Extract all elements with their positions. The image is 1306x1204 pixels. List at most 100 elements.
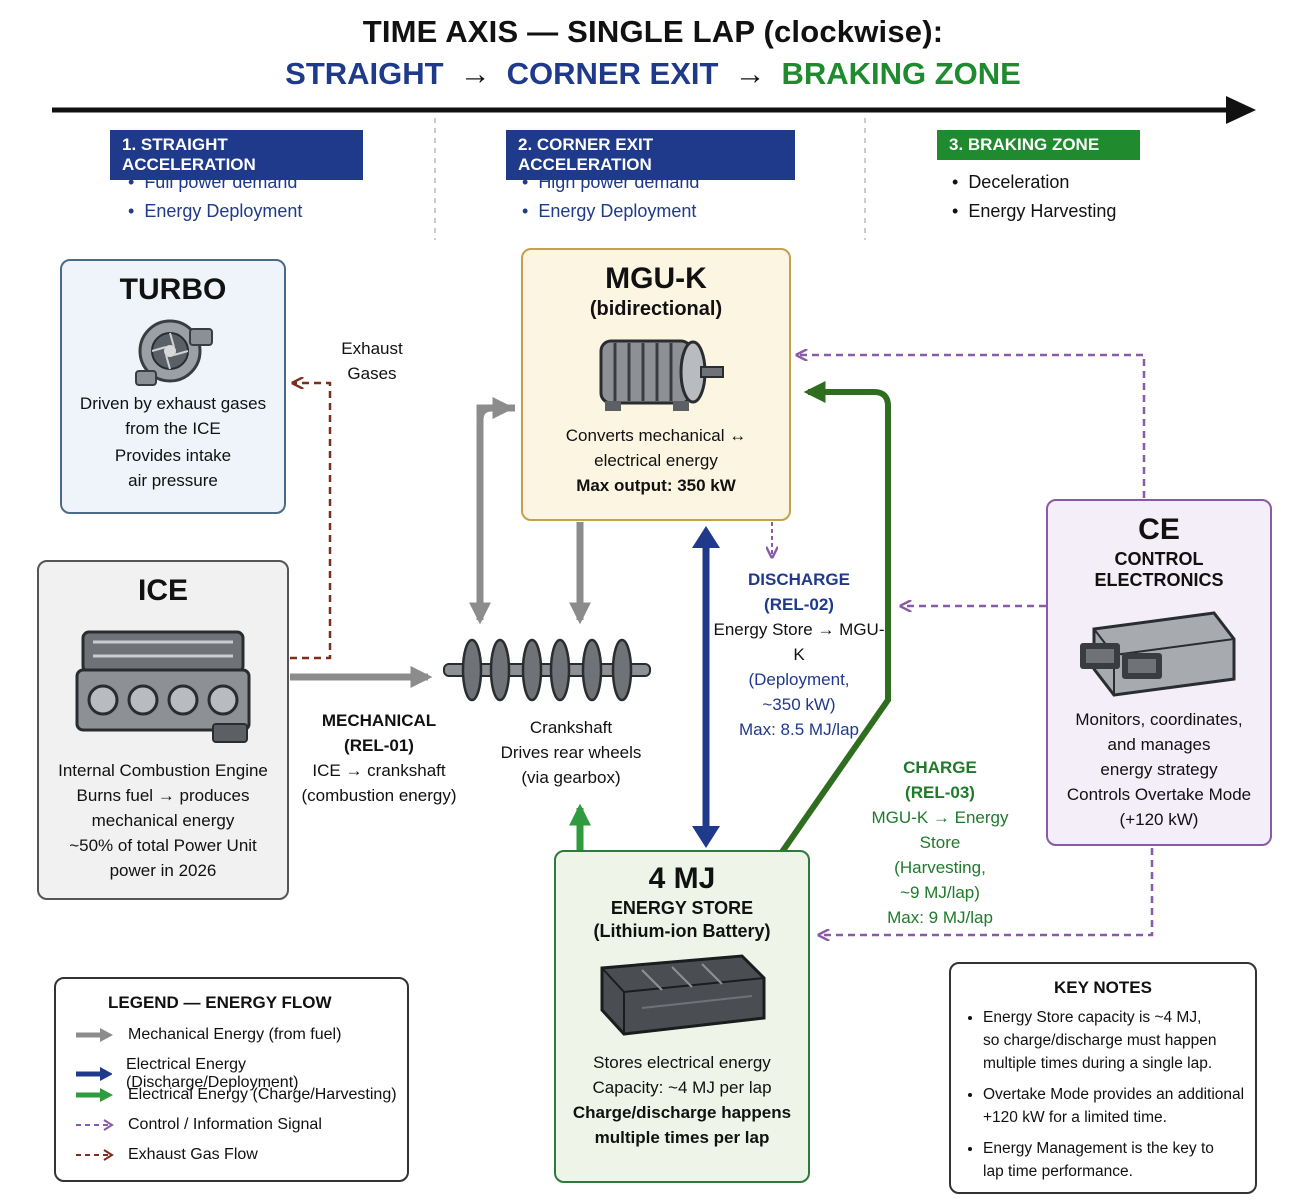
legend-item-charge: Electrical Energy (Charge/Harvesting) bbox=[76, 1086, 397, 1104]
note-item-2: Overtake Mode provides an additional +12… bbox=[983, 1083, 1255, 1129]
discharge-arrowhead-up bbox=[692, 526, 720, 548]
mechanical-label: MECHANICAL (REL-01) ICE → crankshaft (co… bbox=[298, 708, 460, 808]
turbo-desc: Driven by exhaust gases from the ICE Pro… bbox=[62, 391, 284, 493]
sequence-arrow-2: → bbox=[734, 56, 766, 91]
charge-rel: (REL-03) bbox=[905, 783, 975, 802]
note-1-line-3: multiple times during a single lap. bbox=[983, 1055, 1213, 1072]
store-subtitle: ENERGY STORE bbox=[610, 898, 754, 918]
legend-title: LEGEND — ENERGY FLOW bbox=[108, 993, 332, 1012]
note-1-line-2: so charge/discharge must happen bbox=[983, 1032, 1217, 1049]
phase-3-badge: 3. BRAKING ZONE bbox=[937, 130, 1140, 160]
mguk-motor-icon bbox=[599, 339, 724, 411]
mguk-box: MGU-K (bidirectional) Converts mechanica… bbox=[521, 248, 791, 521]
turbo-line-1: Driven by exhaust gases bbox=[79, 394, 267, 413]
crank-to-mguk-arrow bbox=[476, 397, 515, 470]
store-title: 4 MJ bbox=[648, 862, 716, 895]
note-2-line-2: +120 kW for a limited time. bbox=[983, 1109, 1167, 1126]
store-line-1: Stores electrical energy bbox=[593, 1053, 771, 1072]
ice-engine-icon bbox=[75, 630, 251, 743]
ce-title: CE bbox=[1138, 513, 1180, 546]
mechanical-line-1: ICE → crankshaft bbox=[312, 761, 446, 780]
turbo-line-2: from the ICE bbox=[125, 419, 221, 438]
crankshaft-line-3: (via gearbox) bbox=[521, 768, 621, 787]
ce-line-3: energy strategy bbox=[1100, 760, 1218, 779]
phase-3-bullet-2: Energy Harvesting bbox=[952, 197, 1116, 226]
discharge-flow: Energy Store → MGU-K bbox=[713, 620, 885, 664]
energy-store-box: 4 MJ ENERGY STORE (Lithium-ion Battery) … bbox=[554, 850, 810, 1183]
exhaust-label-line-1: Exhaust bbox=[341, 339, 403, 358]
note-2-line-1: Overtake Mode provides an additional bbox=[983, 1086, 1245, 1103]
store-line-2: Capacity: ~4 MJ per lap bbox=[592, 1078, 772, 1097]
crankshaft-line-1: Crankshaft bbox=[529, 718, 613, 737]
charge-title: CHARGE bbox=[903, 758, 977, 777]
mguk-subtitle: (bidirectional) bbox=[589, 298, 723, 320]
purple-dashed-arrow-icon bbox=[76, 1119, 114, 1131]
ce-to-store-signal bbox=[820, 848, 1154, 935]
legend-label-charge: Electrical Energy (Charge/Harvesting) bbox=[128, 1086, 397, 1103]
turbo-line-4: air pressure bbox=[128, 471, 218, 490]
sequence-arrow-1: → bbox=[459, 56, 491, 91]
store-bold-line-1: Charge/discharge happens bbox=[572, 1103, 792, 1122]
ice-title: ICE bbox=[137, 574, 188, 607]
phase-2-bullet-2: Energy Deployment bbox=[522, 197, 699, 226]
ce-line-4: Controls Overtake Mode bbox=[1066, 785, 1252, 804]
legend-box: LEGEND — ENERGY FLOW Mechanical Energy (… bbox=[54, 977, 409, 1182]
charge-line-3: ~9 MJ/lap) bbox=[900, 883, 980, 902]
mguk-line-2: electrical energy bbox=[594, 451, 718, 470]
legend-label-discharge: Electrical Energy (Discharge/Deployment) bbox=[125, 1056, 299, 1091]
legend-label-control: Control / Information Signal bbox=[128, 1116, 322, 1133]
blue-arrow-icon bbox=[76, 1067, 112, 1081]
charge-line-1: MGU-K → Energy Store bbox=[871, 808, 1009, 852]
ice-box: ICE Internal Combustion Engine Burns fue… bbox=[37, 560, 289, 900]
note-item-1: Energy Store capacity is ~4 MJ, so charg… bbox=[983, 1006, 1255, 1075]
mguk-line-1: Converts mechanical ↔ bbox=[565, 426, 747, 445]
lap-sequence: STRAIGHT→CORNER EXIT→BRAKING ZONE bbox=[0, 56, 1306, 92]
phase-2-bullet-1: High power demand bbox=[522, 168, 699, 197]
legend-item-exhaust: Exhaust Gas Flow bbox=[76, 1146, 258, 1164]
key-notes-list: Energy Store capacity is ~4 MJ, so charg… bbox=[951, 1006, 1255, 1183]
ce-line-5: (+120 kW) bbox=[1119, 810, 1199, 829]
charge-line-2: (Harvesting, bbox=[894, 858, 986, 877]
gray-arrow-icon bbox=[76, 1028, 113, 1042]
turbo-icon bbox=[135, 319, 213, 386]
discharge-arrowhead-down bbox=[692, 826, 720, 848]
mguk-to-crank-arrow bbox=[469, 404, 515, 625]
key-notes-title: KEY NOTES bbox=[1054, 978, 1152, 997]
key-notes-box: KEY NOTES Energy Store capacity is ~4 MJ… bbox=[949, 962, 1257, 1194]
discharge-title: DISCHARGE bbox=[747, 570, 850, 589]
note-1-line-1: Energy Store capacity is ~4 MJ, bbox=[983, 1009, 1202, 1026]
discharge-label: DISCHARGE (REL-02) Energy Store → MGU-K … bbox=[712, 567, 886, 742]
battery-icon bbox=[600, 954, 766, 1036]
ice-line-2: Burns fuel → produces bbox=[76, 786, 250, 805]
phase-3-bullets: Deceleration Energy Harvesting bbox=[952, 168, 1116, 226]
charge-label: CHARGE (REL-03) MGU-K → Energy Store (Ha… bbox=[852, 755, 1028, 930]
ce-line-1: Monitors, coordinates, bbox=[1075, 710, 1243, 729]
sequence-braking-zone: BRAKING ZONE bbox=[781, 56, 1021, 91]
brown-dashed-arrow-icon bbox=[76, 1149, 114, 1161]
charge-flow-arrow bbox=[779, 381, 891, 854]
note-3-line-2: lap time performance. bbox=[983, 1163, 1133, 1180]
mechanical-rel: (REL-01) bbox=[344, 736, 414, 755]
note-item-3: Energy Management is the key to lap time… bbox=[983, 1137, 1255, 1183]
phase-1-bullets: Full power demand Energy Deployment bbox=[128, 168, 302, 226]
legend-item-mechanical: Mechanical Energy (from fuel) bbox=[76, 1026, 341, 1044]
crankshaft-icon bbox=[443, 638, 651, 702]
exhaust-label: Exhaust Gases bbox=[322, 336, 422, 386]
phase-2-bullets: High power demand Energy Deployment bbox=[522, 168, 699, 226]
store-desc: Stores electrical energy Capacity: ~4 MJ… bbox=[556, 1050, 808, 1150]
sequence-straight: STRAIGHT bbox=[285, 56, 444, 91]
ice-line-1: Internal Combustion Engine bbox=[58, 761, 268, 780]
legend-label-mechanical: Mechanical Energy (from fuel) bbox=[128, 1026, 342, 1043]
crankshaft-label: Crankshaft Drives rear wheels (via gearb… bbox=[488, 715, 654, 790]
mguk-max-output: Max output: 350 kW bbox=[576, 476, 736, 495]
discharge-rel: (REL-02) bbox=[764, 595, 834, 614]
legend-item-discharge: Electrical Energy (Discharge/Deployment) bbox=[76, 1056, 407, 1092]
discharge-max: Max: 8.5 MJ/lap bbox=[739, 720, 859, 739]
ice-desc: Internal Combustion Engine Burns fuel → … bbox=[39, 758, 287, 883]
store-bold-line-2: multiple times per lap bbox=[594, 1128, 770, 1147]
store-subtitle-2: (Lithium-ion Battery) bbox=[593, 921, 771, 941]
legend-label-exhaust: Exhaust Gas Flow bbox=[128, 1146, 258, 1163]
turbo-line-3: Provides intake bbox=[114, 446, 232, 465]
ice-line-4: ~50% of total Power Unit bbox=[69, 836, 257, 855]
